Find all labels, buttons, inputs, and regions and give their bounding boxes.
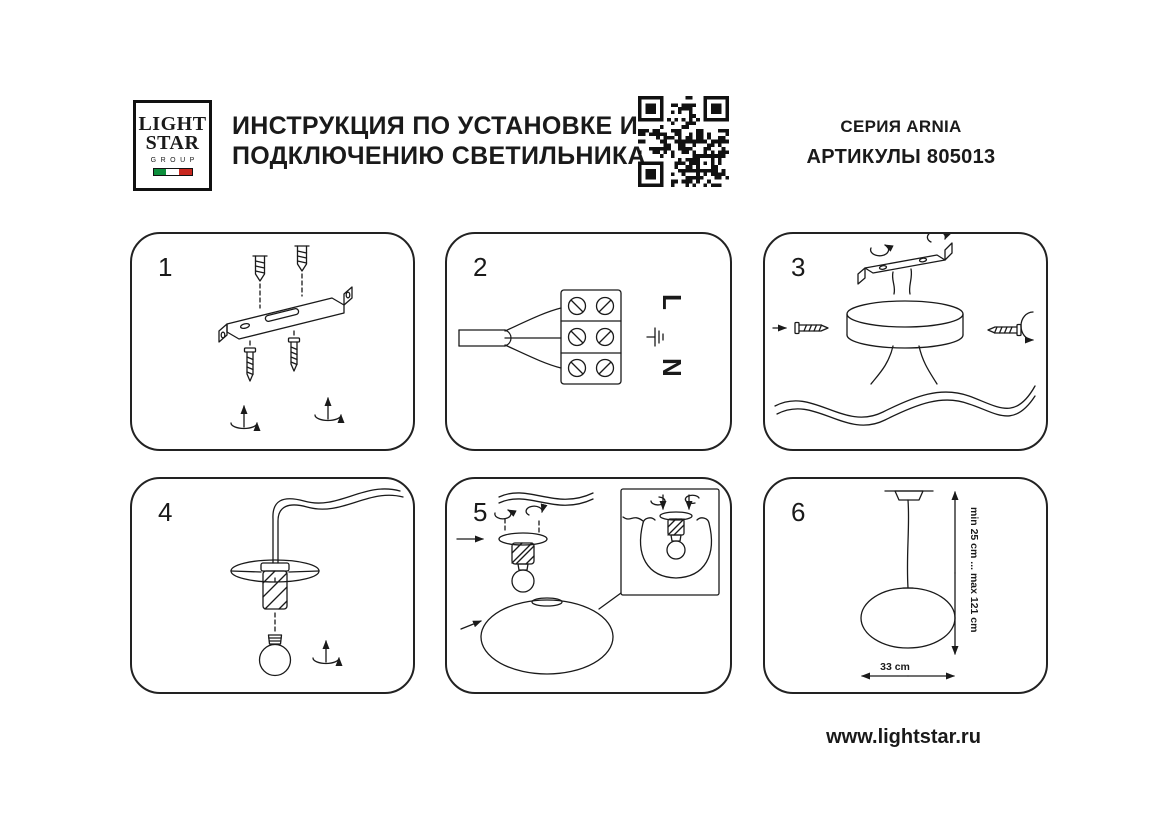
rotate-arrow-icon (315, 398, 341, 421)
cord (498, 492, 594, 506)
glass-shade (480, 597, 614, 675)
rotate-arrow-icon (1020, 311, 1034, 344)
step-number-4: 4 (158, 497, 173, 527)
step4-drawing-socket-bulb (230, 488, 404, 677)
power-cable (458, 307, 562, 369)
cord (906, 499, 910, 589)
inset-leader-line (598, 592, 622, 610)
ceiling-cap (884, 490, 934, 501)
height-dimension: min 25 cm ... max 121 cm (951, 491, 980, 655)
ceiling-canopy (846, 300, 964, 349)
step-number-6: 6 (791, 497, 806, 527)
step3-drawing-canopy (772, 234, 1036, 426)
wall-plug-icon (294, 245, 310, 272)
step-number-2: 2 (473, 252, 488, 282)
logo-word-star: STAR (145, 132, 200, 154)
series-label: СЕРИЯ ARNIA (840, 117, 962, 136)
wall-plug-icon (252, 255, 268, 282)
wires (774, 345, 1036, 426)
light-bulb (258, 634, 292, 677)
step-panel-5: 5 (445, 477, 732, 694)
diameter-label: 33 cm (880, 661, 910, 673)
lamp-socket (260, 562, 290, 610)
qr-code (638, 96, 729, 187)
step-panel-3: 3 (763, 232, 1048, 451)
step-number-3: 3 (791, 252, 806, 282)
step-panel-6: 6 min 25 cm ... max 121 cm 33 cm (763, 477, 1048, 694)
rotate-arrow-icon (926, 234, 952, 243)
step-panel-4: 4 (130, 477, 415, 694)
step1-drawing-bracket-mounting (218, 245, 353, 449)
ground-symbol-icon (646, 327, 664, 347)
title-line-1: ИНСТРУКЦИЯ ПО УСТАНОВКЕ И (232, 112, 639, 140)
rotate-arrow-icon (231, 406, 257, 429)
rotate-arrow-icon (525, 503, 548, 516)
screw-icon (987, 323, 1022, 337)
push-arrow-icon (460, 620, 482, 630)
step5-drawing-shade-attach (456, 488, 720, 675)
logo-word-light: LIGHT (138, 113, 207, 135)
mounting-bracket (857, 242, 953, 285)
lightstar-logo: LIGHT STAR GROUP (133, 100, 212, 191)
rotate-arrow-icon (313, 641, 339, 664)
width-dimension: 33 cm (861, 661, 955, 680)
articles-label: АРТИКУЛЫ 805013 (806, 146, 996, 168)
terminal-block (560, 289, 622, 385)
title-line-2: ПОДКЛЮЧЕНИЮ СВЕТИЛЬНИКА (232, 142, 646, 170)
cord (272, 488, 404, 564)
step-panel-2: 2 L (445, 232, 732, 451)
height-range-label: min 25 cm ... max 121 cm (968, 507, 980, 633)
italian-flag-icon (152, 168, 193, 176)
socket-assembly (498, 532, 548, 565)
screw-icon (243, 347, 257, 382)
qr-code-pattern (638, 96, 729, 187)
step-number-5: 5 (473, 497, 488, 527)
rotate-arrow-icon (494, 509, 517, 520)
neutral-wire-label: N (657, 358, 687, 377)
lamp-shade (860, 587, 956, 649)
light-bulb (511, 563, 535, 593)
line-wire-label: L (657, 294, 687, 310)
screw-icon (794, 321, 829, 335)
step2-drawing-wiring: L N (458, 289, 687, 385)
page-title: ИНСТРУКЦИЯ ПО УСТАНОВКЕ И ПОДКЛЮЧЕНИЮ СВ… (232, 111, 646, 171)
step6-drawing-dimensions: min 25 cm ... max 121 cm 33 cm (860, 490, 980, 680)
step-panel-1: 1 (130, 232, 415, 451)
screw-icon (287, 337, 301, 372)
product-info: СЕРИЯ ARNIA АРТИКУЛЫ 805013 (780, 117, 1022, 169)
rotate-arrow-icon (869, 244, 894, 257)
detail-inset (620, 488, 720, 596)
mounting-bracket (218, 286, 353, 343)
website-link: www.lightstar.ru (826, 726, 981, 748)
step-number-1: 1 (158, 252, 173, 282)
logo-word-group: GROUP (150, 157, 199, 164)
decorative-ring (230, 559, 320, 583)
